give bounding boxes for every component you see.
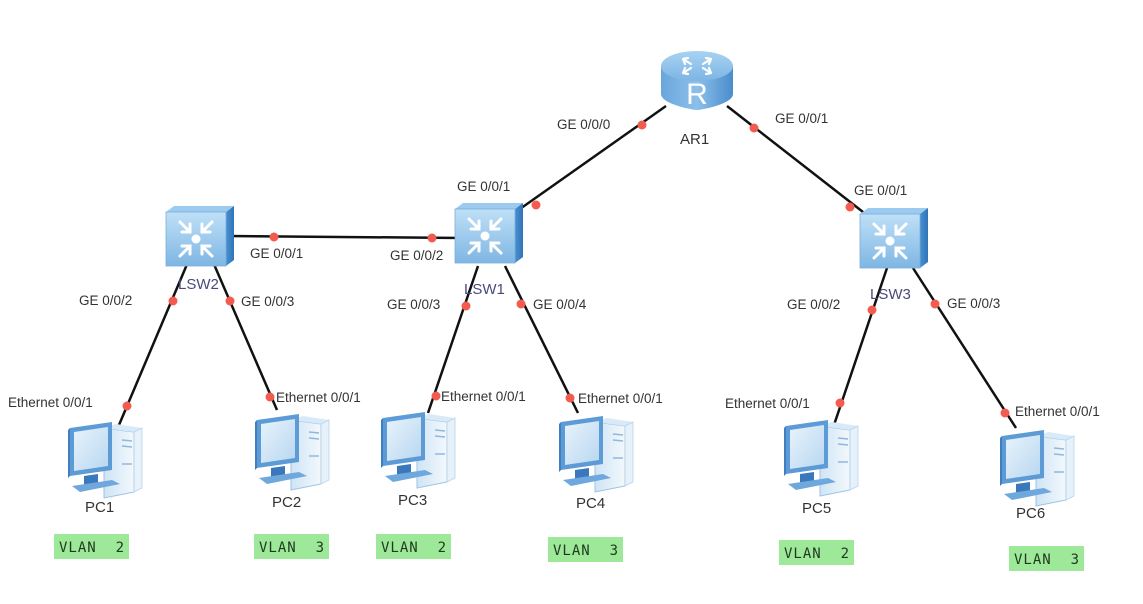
device-label-pc5: PC5 xyxy=(802,500,831,517)
pc-icon xyxy=(999,429,1075,507)
port-label-pc1-eth001: Ethernet 0/0/1 xyxy=(8,395,93,410)
port-label-lsw1-ge004: GE 0/0/4 xyxy=(533,297,587,312)
port-dot-lsw1-ge002[interactable] xyxy=(427,233,437,243)
port-label-lsw3-ge002: GE 0/0/2 xyxy=(787,297,840,312)
device-label-ar1: AR1 xyxy=(680,131,709,148)
vlan-badge-pc3: VLAN 2 xyxy=(376,534,451,559)
vlan-badge-pc4: VLAN 3 xyxy=(548,537,623,562)
switch-icon xyxy=(858,206,930,270)
port-label-pc4-eth001: Ethernet 0/0/1 xyxy=(578,391,663,406)
link-lsw2-pc1[interactable] xyxy=(117,261,190,426)
switch-icon xyxy=(164,204,236,268)
port-label-lsw1-ge003: GE 0/0/3 xyxy=(387,297,440,312)
device-label-pc2: PC2 xyxy=(272,494,301,511)
device-pc4[interactable] xyxy=(558,415,634,493)
device-label-lsw1: LSW1 xyxy=(464,281,505,298)
port-dot-lsw3-ge002[interactable] xyxy=(867,305,877,315)
link-lsw1-pc3[interactable] xyxy=(426,265,480,414)
port-dot-lsw1-ge001[interactable] xyxy=(531,200,541,210)
link-lsw3-pc5[interactable] xyxy=(832,267,889,426)
device-lsw2[interactable] xyxy=(164,204,236,268)
port-dot-pc3-eth001[interactable] xyxy=(431,391,441,401)
vlan-label-pc4: VLAN 3 xyxy=(553,543,619,559)
port-label-lsw2-ge003: GE 0/0/3 xyxy=(241,294,294,309)
device-pc2[interactable] xyxy=(254,413,330,491)
port-label-lsw1-ge002: GE 0/0/2 xyxy=(390,248,443,263)
port-label-lsw3-ge001: GE 0/0/1 xyxy=(854,183,907,198)
port-dot-lsw3-ge003[interactable] xyxy=(930,299,940,309)
port-dot-pc2-eth001[interactable] xyxy=(265,392,275,402)
switch-icon xyxy=(453,201,525,265)
port-dot-lsw1-ge004[interactable] xyxy=(516,299,526,309)
port-dot-pc6-eth001[interactable] xyxy=(1000,408,1010,418)
link-lsw1-pc4[interactable] xyxy=(503,265,580,414)
vlan-label-pc2: VLAN 3 xyxy=(259,540,325,556)
port-dot-pc4-eth001[interactable] xyxy=(565,393,575,403)
port-label-lsw2-ge001: GE 0/0/1 xyxy=(250,246,303,261)
port-dot-pc1-eth001[interactable] xyxy=(122,401,132,411)
vlan-label-pc5: VLAN 2 xyxy=(784,546,850,562)
device-pc1[interactable] xyxy=(67,421,143,499)
port-dot-ar1-ge000[interactable] xyxy=(637,120,647,130)
link-lsw3-pc6[interactable] xyxy=(911,267,1018,429)
device-pc3[interactable] xyxy=(380,411,456,489)
port-label-lsw3-ge003: GE 0/0/3 xyxy=(947,296,1000,311)
port-dot-lsw2-ge001[interactable] xyxy=(269,232,279,242)
vlan-badge-pc6: VLAN 3 xyxy=(1009,546,1084,571)
port-label-lsw1-ge001: GE 0/0/1 xyxy=(457,179,510,194)
device-ar1[interactable] xyxy=(659,49,735,113)
pc-icon xyxy=(67,421,143,499)
vlan-label-pc6: VLAN 3 xyxy=(1014,552,1080,568)
port-label-pc2-eth001: Ethernet 0/0/1 xyxy=(276,390,361,405)
port-label-ar1-ge000: GE 0/0/0 xyxy=(557,117,610,132)
device-label-pc1: PC1 xyxy=(85,499,114,516)
device-label-pc3: PC3 xyxy=(398,492,427,509)
port-dot-lsw2-ge003[interactable] xyxy=(225,296,235,306)
vlan-badges-layer: VLAN 2 VLAN 3 VLAN 2 VLAN 3 VLAN 2 VLAN … xyxy=(54,534,1084,571)
device-label-lsw2: LSW2 xyxy=(178,276,219,293)
device-label-pc6: PC6 xyxy=(1016,505,1045,522)
device-pc5[interactable] xyxy=(783,419,859,497)
pc-icon xyxy=(558,415,634,493)
pc-icon xyxy=(380,411,456,489)
port-label-pc3-eth001: Ethernet 0/0/1 xyxy=(441,389,526,404)
vlan-badge-pc5: VLAN 2 xyxy=(779,540,854,565)
port-dot-lsw3-ge001[interactable] xyxy=(845,202,855,212)
port-label-lsw2-ge002: GE 0/0/2 xyxy=(79,293,132,308)
device-lsw3[interactable] xyxy=(858,206,930,270)
port-label-pc6-eth001: Ethernet 0/0/1 xyxy=(1015,404,1100,419)
port-dot-lsw2-ge002[interactable] xyxy=(168,296,178,306)
link-lsw2-lsw1[interactable] xyxy=(227,234,463,240)
port-labels-layer: GE 0/0/0 GE 0/0/1 GE 0/0/1 GE 0/0/1 GE 0… xyxy=(8,111,1100,419)
device-label-lsw3: LSW3 xyxy=(870,286,911,303)
vlan-badge-pc2: VLAN 3 xyxy=(254,534,329,559)
device-lsw1[interactable] xyxy=(453,201,525,265)
device-label-pc4: PC4 xyxy=(576,495,605,512)
pc-icon xyxy=(783,419,859,497)
vlan-label-pc3: VLAN 2 xyxy=(381,540,447,556)
port-label-pc5-eth001: Ethernet 0/0/1 xyxy=(725,396,810,411)
pc-icon xyxy=(254,413,330,491)
port-dot-pc5-eth001[interactable] xyxy=(835,398,845,408)
router-icon xyxy=(659,49,735,113)
vlan-badge-pc1: VLAN 2 xyxy=(54,534,129,559)
port-dots-layer xyxy=(122,120,1010,418)
port-dot-lsw1-ge003[interactable] xyxy=(461,301,471,311)
vlan-label-pc1: VLAN 2 xyxy=(59,540,125,556)
port-label-ar1-ge001: GE 0/0/1 xyxy=(775,111,828,126)
device-pc6[interactable] xyxy=(999,429,1075,507)
link-lsw2-pc2[interactable] xyxy=(211,261,279,411)
port-dot-ar1-ge001[interactable] xyxy=(749,123,759,133)
